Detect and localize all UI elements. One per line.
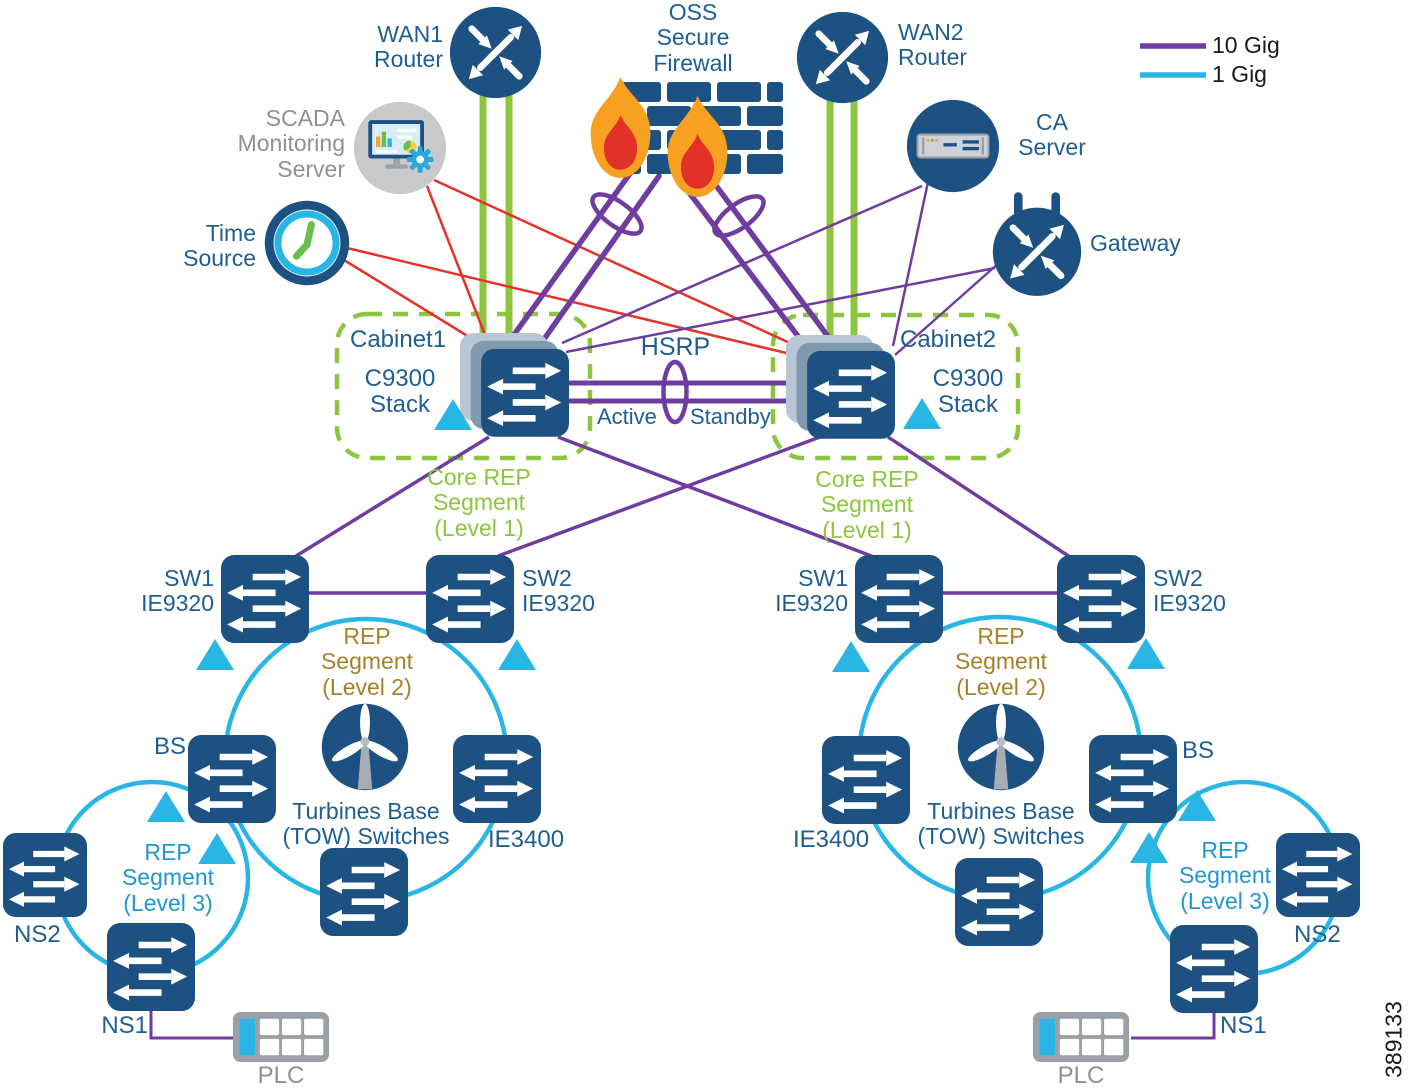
plc-links bbox=[149, 1011, 1216, 1040]
cabinet2-label: Cabinet2 bbox=[900, 326, 997, 353]
wan2-router-label: WAN2 Router bbox=[898, 19, 968, 71]
legend-10gig-label: 10 Gig bbox=[1212, 32, 1280, 58]
firewall-uplinks bbox=[500, 165, 841, 355]
wan1-router-icon bbox=[450, 7, 541, 98]
cabinet1-boundary bbox=[334, 311, 593, 461]
sw2-right-switch-icon bbox=[1057, 555, 1145, 643]
cabinet1-label: Cabinet1 bbox=[350, 326, 447, 353]
oss-firewall-label: OSS Secure Firewall bbox=[653, 0, 733, 76]
sw2-left-label: SW2 IE9320 bbox=[522, 565, 595, 617]
sw2-right-label: SW2 IE9320 bbox=[1153, 565, 1226, 617]
sw1-left-label: SW1 IE9320 bbox=[141, 565, 214, 617]
cabinet2-boundary bbox=[770, 312, 1021, 461]
wan1-router-label: WAN1 Router bbox=[373, 21, 443, 73]
bs-right-label: BS bbox=[1182, 737, 1215, 764]
ns1-left-switch-icon bbox=[107, 923, 195, 1011]
turbines-base-right-label: Turbines Base (TOW) Switches bbox=[917, 798, 1085, 850]
bs-left-label: BS bbox=[153, 733, 186, 760]
bs-right-switch-icon bbox=[1089, 735, 1177, 823]
plc-left-label: PLC bbox=[257, 1062, 305, 1088]
ie3400-left-label: IE3400 bbox=[488, 826, 565, 853]
c9300-stack2-label: C9300 Stack bbox=[932, 365, 1004, 419]
plc-left-icon bbox=[232, 1012, 330, 1062]
sw1-right-switch-icon bbox=[855, 555, 943, 643]
core-rep-links bbox=[295, 435, 1071, 595]
wan-links-green bbox=[479, 92, 858, 352]
time-source-icon bbox=[265, 201, 349, 285]
rep-segment-l2-left-label: REP Segment (Level 2) bbox=[320, 623, 414, 700]
scada-server-icon bbox=[353, 101, 447, 195]
ns2-right-label: NS2 bbox=[1294, 921, 1341, 948]
gateway-icon bbox=[993, 192, 1081, 296]
rep-segment-l3-left-label: REP Segment (Level 3) bbox=[121, 839, 215, 916]
figure-number: 389133 bbox=[1380, 1001, 1407, 1078]
hsrp-links bbox=[565, 380, 812, 404]
sw2-left-switch-icon bbox=[426, 555, 514, 643]
scada-server-label: SCADA Monitoring Server bbox=[237, 105, 345, 182]
bs-left-switch-icon bbox=[188, 735, 276, 823]
ie3400-left-switch-icon bbox=[453, 735, 541, 823]
plc-right-label: PLC bbox=[1057, 1062, 1105, 1088]
firewall-icon bbox=[590, 76, 783, 197]
ns2-left-label: NS2 bbox=[14, 921, 61, 948]
gateway-label: Gateway bbox=[1090, 230, 1181, 256]
turbine-left-icon bbox=[321, 703, 409, 791]
legend-1gig-label: 1 Gig bbox=[1212, 61, 1267, 87]
c9300-stack2-icon bbox=[786, 335, 895, 439]
ns2-left-switch-icon bbox=[3, 833, 87, 917]
turbine-right-icon bbox=[957, 703, 1045, 791]
hsrp-standby-label: Standby bbox=[690, 404, 771, 429]
tow-left-switch-icon bbox=[320, 848, 408, 936]
ca-server-icon bbox=[905, 98, 1001, 194]
c9300-stack1-label: C9300 Stack bbox=[364, 365, 436, 419]
wan2-router-icon bbox=[797, 12, 888, 103]
c9300-stack1-icon bbox=[460, 333, 569, 437]
ns1-left-label: NS1 bbox=[101, 1012, 148, 1039]
tow-right-switch-icon bbox=[955, 858, 1043, 946]
ca-server-label: CA Server bbox=[1018, 109, 1086, 161]
rep-segment-l3-right-label: REP Segment (Level 3) bbox=[1178, 837, 1272, 914]
ie3400-right-label: IE3400 bbox=[793, 826, 870, 853]
time-source-label: Time Source bbox=[183, 220, 256, 272]
plc-right-icon bbox=[1032, 1012, 1130, 1062]
ns1-right-switch-icon bbox=[1170, 925, 1258, 1013]
turbines-base-left-label: Turbines Base (TOW) Switches bbox=[282, 798, 450, 850]
hsrp-active-label: Active bbox=[597, 404, 657, 429]
mgmt-links-red bbox=[343, 178, 804, 359]
ie3400-right-switch-icon bbox=[822, 736, 910, 824]
rep-segment-l2-right-label: REP Segment (Level 2) bbox=[954, 623, 1048, 700]
etherchannel-loops bbox=[590, 192, 766, 425]
core-rep-segment-right-label: Core REP Segment (Level 1) bbox=[815, 466, 919, 543]
sw1-left-switch-icon bbox=[221, 555, 309, 643]
hsrp-label: HSRP bbox=[640, 333, 711, 361]
core-rep-segment-left-label: Core REP Segment (Level 1) bbox=[427, 464, 531, 541]
sw1-right-label: SW1 IE9320 bbox=[775, 565, 848, 617]
ns1-right-label: NS1 bbox=[1220, 1012, 1267, 1039]
